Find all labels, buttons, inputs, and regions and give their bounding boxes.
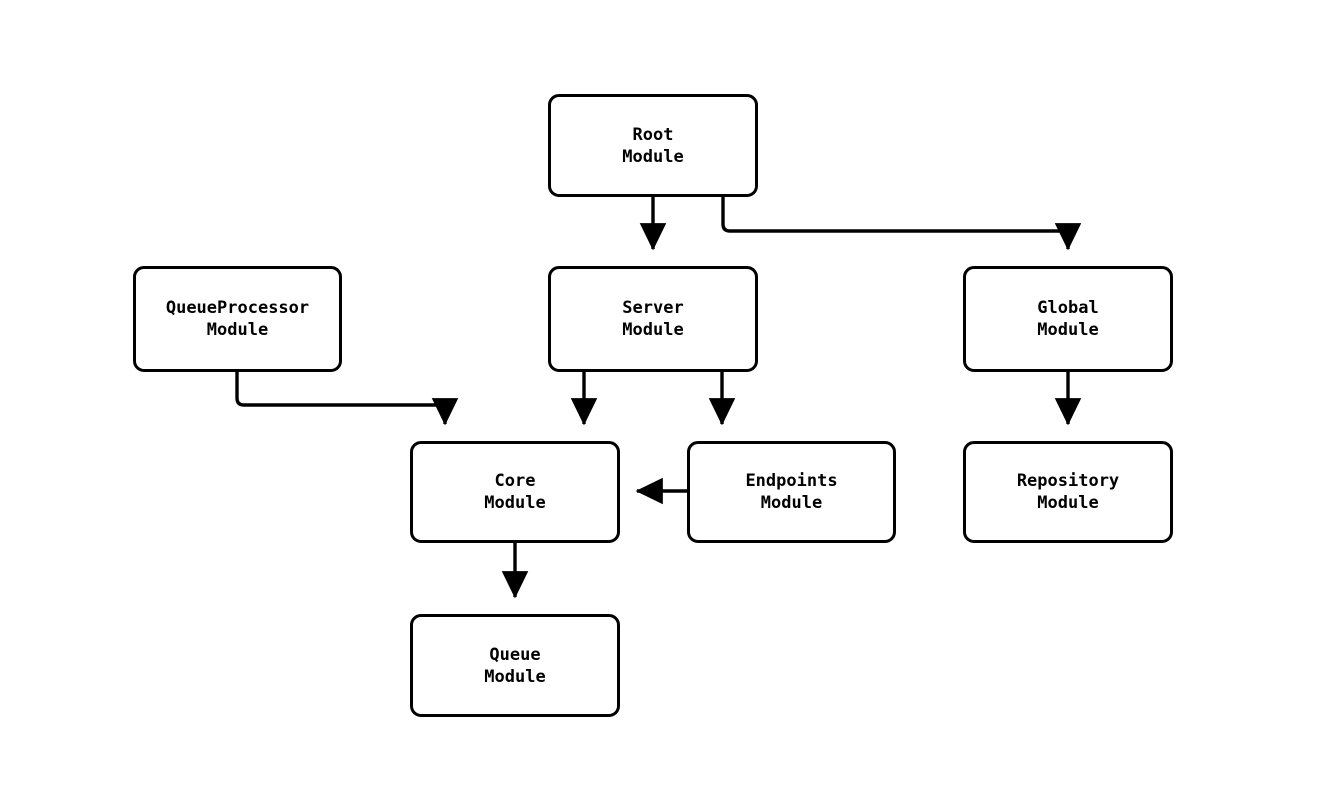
node-endpoints[interactable]: Endpoints Module <box>687 441 896 543</box>
edges-group <box>235 197 1082 599</box>
edge-queueprocessor-to-core <box>235 372 459 426</box>
node-queueprocessor[interactable]: QueueProcessor Module <box>133 266 342 372</box>
node-core[interactable]: Core Module <box>410 441 620 543</box>
node-label-core: Core Module <box>484 471 546 513</box>
node-server[interactable]: Server Module <box>548 266 758 372</box>
node-global[interactable]: Global Module <box>963 266 1173 372</box>
edge-root-to-global <box>721 197 1082 251</box>
node-queue[interactable]: Queue Module <box>410 614 620 717</box>
node-label-global: Global Module <box>1037 298 1099 340</box>
node-label-endpoints: Endpoints Module <box>745 471 838 513</box>
node-label-server: Server Module <box>622 298 684 340</box>
node-label-queue: Queue Module <box>484 644 546 687</box>
node-repository[interactable]: Repository Module <box>963 441 1173 543</box>
node-root[interactable]: Root Module <box>548 94 758 197</box>
node-label-queueprocessor: QueueProcessor Module <box>165 298 310 340</box>
node-label-root: Root Module <box>622 124 684 167</box>
node-label-repository: Repository Module <box>1016 471 1120 513</box>
